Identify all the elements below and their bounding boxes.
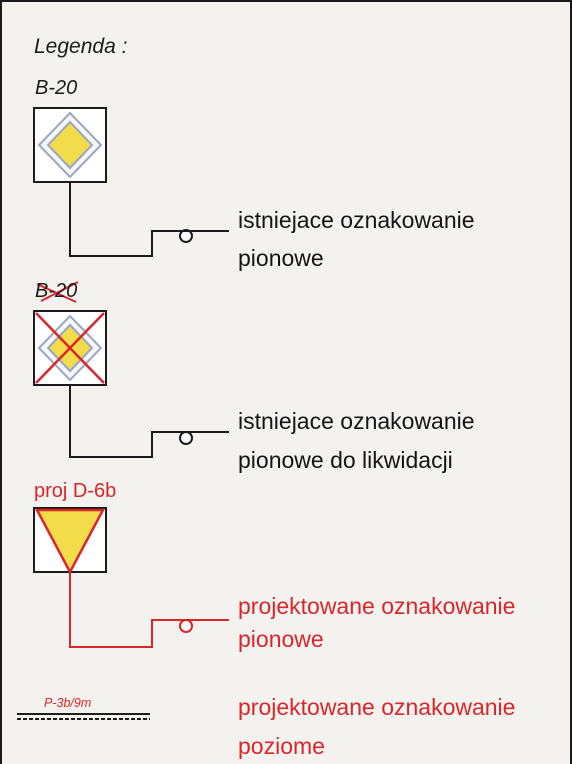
item-1-desc-line2: pionowe — [238, 245, 324, 271]
item-2-desc-line1: istniejace oznakowanie — [238, 408, 475, 434]
item-1-code: B-20 — [35, 77, 78, 99]
sign-d6b-proposed — [33, 507, 107, 575]
leader-line-1 — [69, 182, 229, 257]
item-3-code: proj D-6b — [34, 480, 117, 502]
sign-b20-existing — [33, 107, 107, 183]
item-2-code: B-20 — [35, 280, 78, 302]
leader-line-2 — [69, 385, 229, 458]
code-strike-mark — [36, 281, 79, 303]
item-3-desc-line1: projektowane oznakowanie — [238, 593, 516, 619]
leader-line-3 — [69, 572, 229, 648]
item-4-desc-line2: poziome — [238, 733, 325, 759]
legend-title: Legenda : — [34, 35, 128, 58]
item-4-desc-line1: projektowane oznakowanie — [238, 694, 516, 720]
item-2-desc-line2: pionowe do likwidacji — [238, 447, 453, 473]
sign-b20-removed — [33, 310, 107, 386]
item-3-desc-line2: pionowe — [238, 626, 324, 652]
item-1-desc-line1: istniejace oznakowanie — [238, 207, 475, 233]
horizontal-marking-line — [17, 713, 150, 720]
item-4-code: P-3b/9m — [44, 696, 92, 710]
